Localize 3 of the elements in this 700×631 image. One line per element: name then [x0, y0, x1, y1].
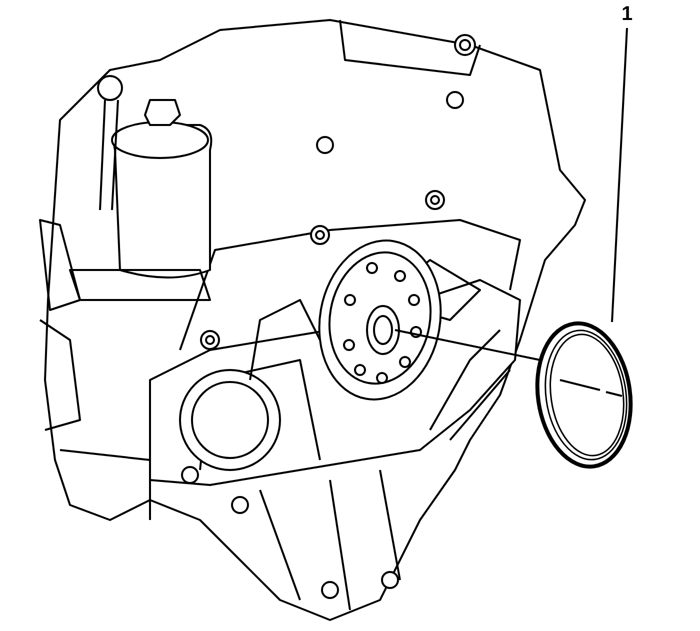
- leader-line: [611, 28, 628, 322]
- seal-ring-drawing: [534, 320, 634, 470]
- callout-number: 1: [617, 4, 637, 26]
